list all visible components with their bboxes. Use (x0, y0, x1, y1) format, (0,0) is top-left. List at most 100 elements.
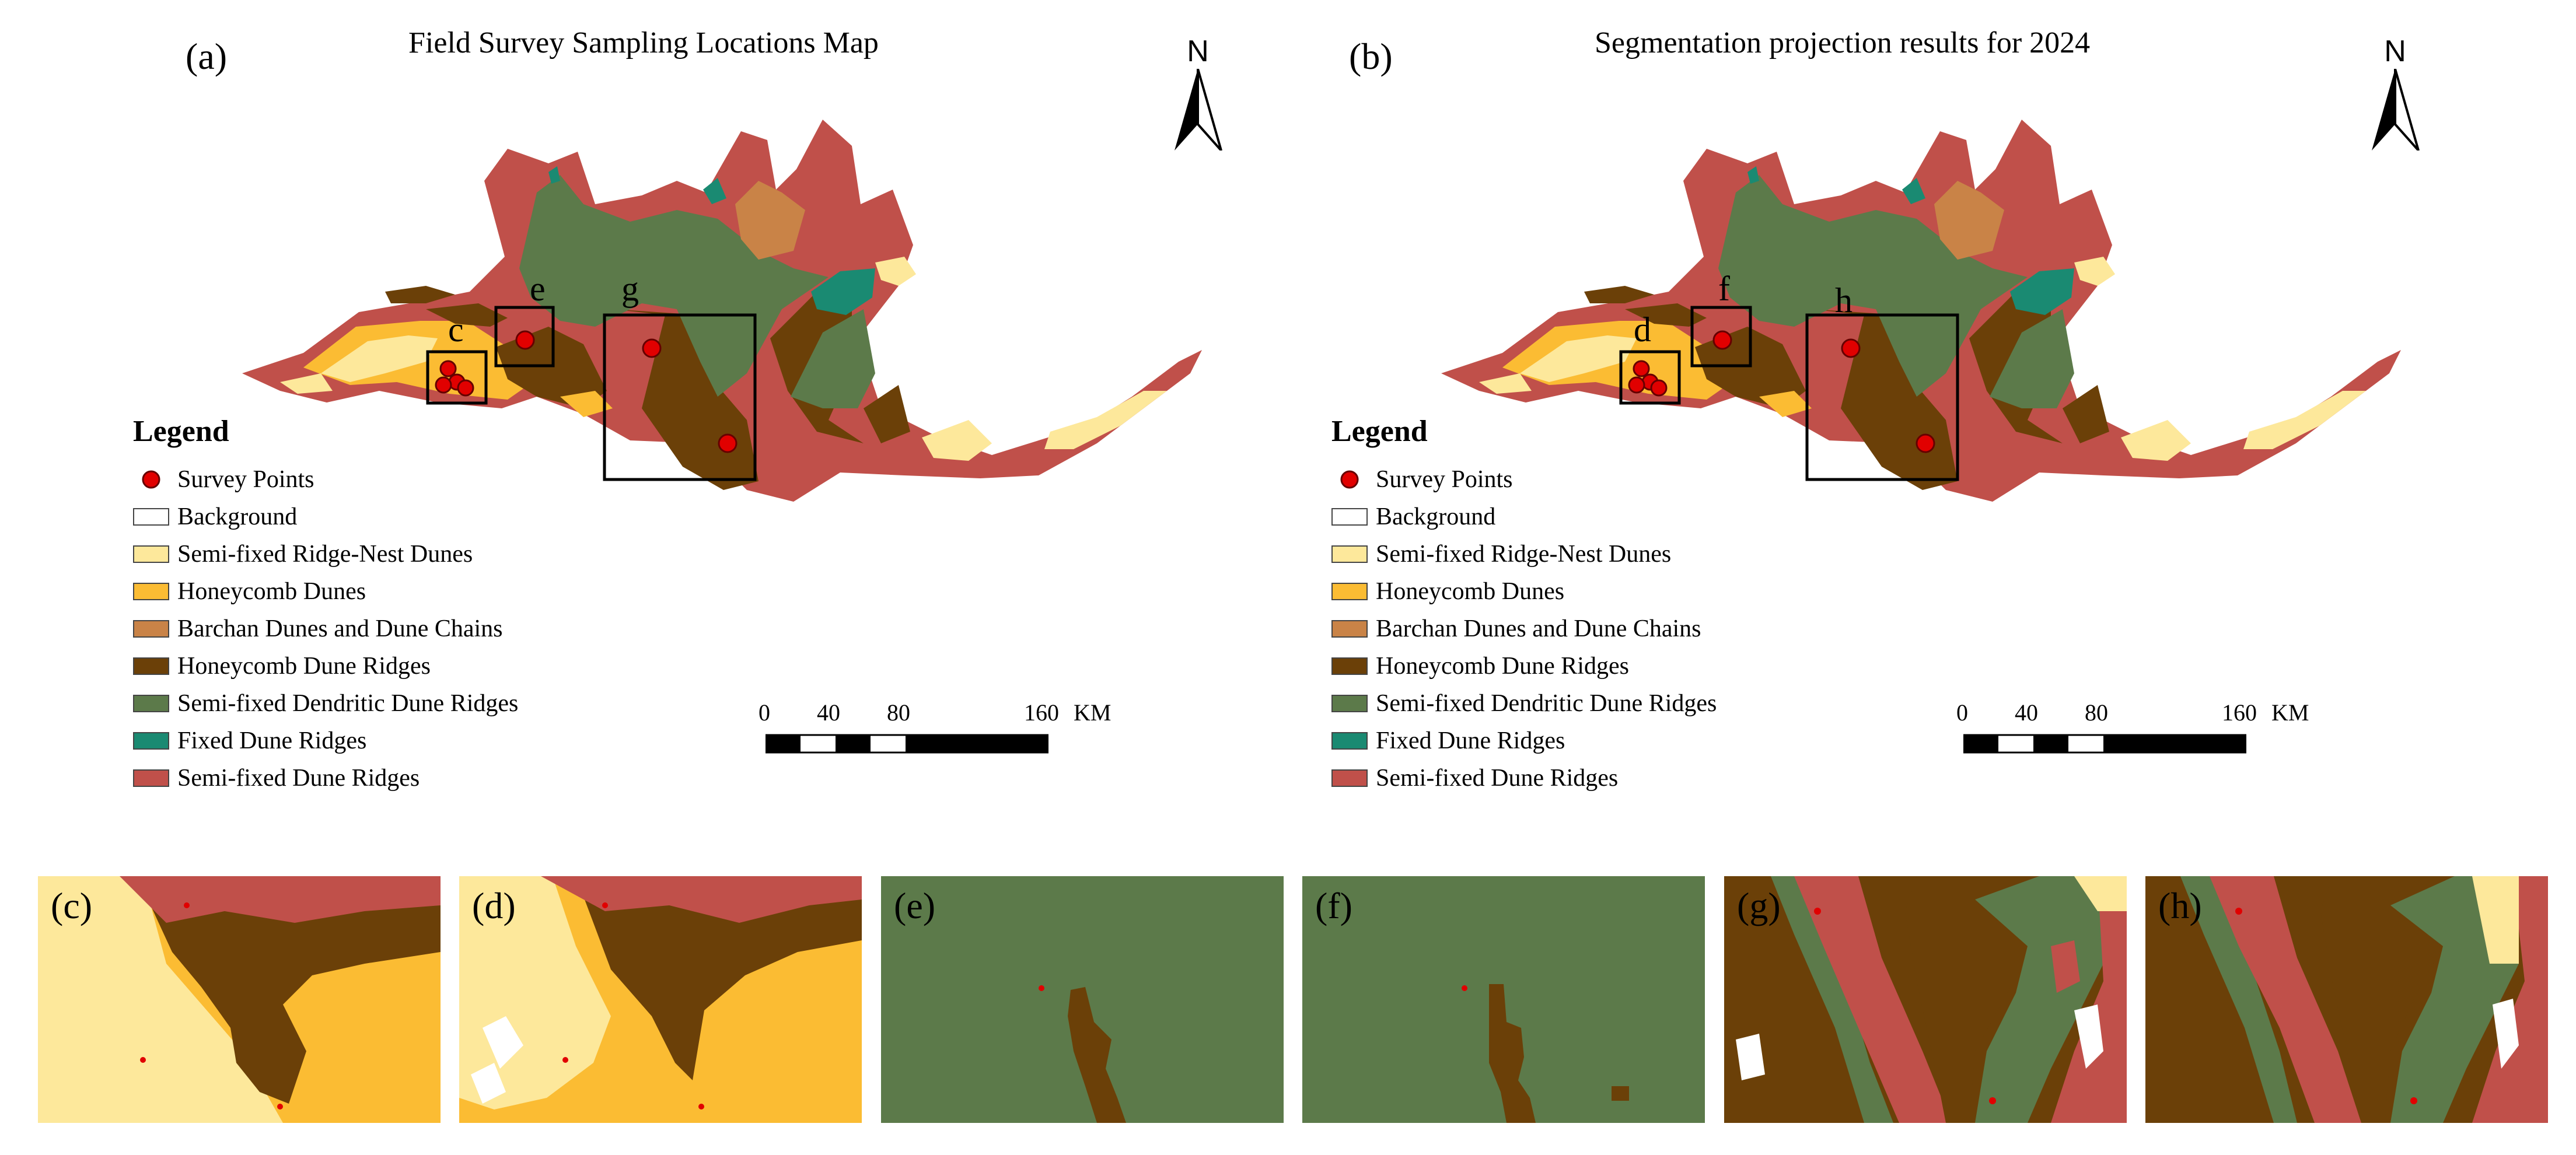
legend-label: Semi-fixed Dune Ridges (177, 765, 420, 792)
legend-label: Survey Points (177, 466, 314, 493)
north-arrow-icon (1175, 69, 1222, 150)
survey-point (457, 379, 474, 397)
legend-swatch (1331, 769, 1368, 787)
legend-item: Semi-fixed Dendritic Dune Ridges (133, 685, 518, 722)
extent-box-g-label: g (621, 270, 639, 308)
thumbnail-e-label: (e) (894, 885, 936, 926)
legend-item: Survey Points (1331, 461, 1513, 498)
thumbnail-d-label: (d) (472, 885, 516, 926)
legend-item: Semi-fixed Dendritic Dune Ridges (1331, 685, 1717, 722)
legend-label: Survey Points (1376, 466, 1513, 493)
survey-point (1633, 360, 1650, 377)
thumbnail-h-label: (h) (2158, 885, 2202, 926)
legend-item: Honeycomb Dunes (1331, 573, 1564, 610)
scale-tick: 80 (2085, 699, 2108, 726)
legend-label: Semi-fixed Dendritic Dune Ridges (177, 690, 519, 717)
survey-points-b (1628, 330, 1935, 453)
thumbnail-e-map (881, 876, 1284, 1123)
north-arrow-a: N (1172, 34, 1224, 150)
extent-box-d[interactable]: d (1619, 310, 1681, 405)
survey-point (1841, 338, 1861, 358)
scale-unit: KM (1074, 699, 1112, 726)
legend-label: Semi-fixed Ridge-Nest Dunes (177, 541, 473, 568)
survey-point-icon (1331, 468, 1368, 491)
scale-bar-a: 0 40 80 160 KM (759, 699, 1112, 757)
legend-swatch (133, 657, 169, 675)
thumbnail-f[interactable]: (f) (1302, 876, 1705, 1123)
legend-item: Honeycomb Dune Ridges (1331, 648, 1629, 685)
survey-point (1712, 330, 1732, 350)
legend-label: Barchan Dunes and Dune Chains (1376, 615, 1701, 642)
extent-box-c[interactable]: c (426, 310, 488, 405)
survey-point (1916, 433, 1935, 453)
legend-label: Background (177, 503, 298, 530)
map-b-terrain (1441, 120, 2401, 502)
scale-bar-graphic (766, 734, 1048, 754)
legend-b-title: Legend (1331, 415, 1428, 448)
survey-points-a (435, 330, 738, 453)
legend-label: Honeycomb Dune Ridges (177, 653, 431, 680)
survey-point (642, 338, 662, 358)
survey-point (435, 376, 452, 394)
legend-label: Background (1376, 503, 1496, 530)
survey-point (1628, 376, 1645, 394)
legend-item: Honeycomb Dunes (133, 573, 366, 610)
thumbnail-c-label: (c) (51, 885, 93, 926)
north-label: N (2384, 34, 2406, 68)
survey-point (1650, 379, 1668, 397)
legend-swatch (133, 545, 169, 563)
legend-label: Fixed Dune Ridges (1376, 727, 1565, 754)
legend-item: Barchan Dunes and Dune Chains (133, 610, 503, 648)
legend-item: Semi-fixed Dune Ridges (1331, 760, 1618, 797)
scale-tick: 40 (2015, 699, 2038, 726)
north-arrow-b: N (2369, 34, 2421, 150)
thumbnail-c[interactable]: (c) (38, 876, 441, 1123)
legend-item: Background (133, 498, 297, 536)
legend-item: Honeycomb Dune Ridges (133, 648, 431, 685)
legend-item: Fixed Dune Ridges (133, 722, 366, 760)
scale-tick: 0 (1956, 699, 1968, 726)
north-label: N (1187, 34, 1209, 68)
thumbnail-d[interactable]: (d) (459, 876, 862, 1123)
extent-box-c-label: c (448, 310, 464, 349)
scale-tick: 160 (1024, 699, 1059, 726)
legend-item: Semi-fixed Dune Ridges (133, 760, 420, 797)
thumbnail-h-map (2145, 876, 2548, 1123)
north-arrow-icon (2372, 69, 2420, 150)
legend-label: Honeycomb Dunes (177, 578, 366, 605)
legend-label: Semi-fixed Ridge-Nest Dunes (1376, 541, 1672, 568)
extent-box-g[interactable]: g (603, 270, 757, 481)
extent-box-f[interactable]: f (1690, 270, 1752, 368)
legend-swatch (1331, 545, 1368, 563)
thumbnail-f-map (1302, 876, 1705, 1123)
legend-swatch (1331, 657, 1368, 675)
thumbnail-g[interactable]: (g) (1724, 876, 2127, 1123)
legend-item: Fixed Dune Ridges (1331, 722, 1565, 760)
extent-box-h[interactable]: h (1805, 281, 1959, 481)
thumbnail-g-label: (g) (1737, 885, 1781, 926)
thumbnail-e[interactable]: (e) (881, 876, 1284, 1123)
map-b: d f h (1441, 120, 2401, 502)
thumbnail-h[interactable]: (h) (2145, 876, 2548, 1123)
legend-swatch (133, 620, 169, 638)
legend-item: Survey Points (133, 461, 314, 498)
thumbnail-f-label: (f) (1315, 885, 1352, 926)
legend-a-title: Legend (133, 415, 229, 448)
scale-tick: 40 (817, 699, 840, 726)
extent-box-f-label: f (1718, 270, 1730, 308)
legend-swatch (133, 695, 169, 712)
survey-point (718, 433, 738, 453)
scale-bar-b: 0 40 80 160 KM (1956, 699, 2309, 757)
scale-tick: 160 (2222, 699, 2257, 726)
legend-label: Semi-fixed Dendritic Dune Ridges (1376, 690, 1717, 717)
scale-tick: 0 (759, 699, 770, 726)
survey-point (515, 330, 535, 350)
legend-swatch (1331, 620, 1368, 638)
extent-box-e[interactable]: e (494, 270, 555, 368)
scale-bar-graphic (1963, 734, 2246, 754)
panel-a-label: (a) (186, 36, 228, 77)
legend-swatch (1331, 732, 1368, 750)
thumbnail-g-map (1724, 876, 2127, 1123)
legend-swatch (1331, 508, 1368, 526)
legend-item: Semi-fixed Ridge-Nest Dunes (133, 536, 473, 573)
